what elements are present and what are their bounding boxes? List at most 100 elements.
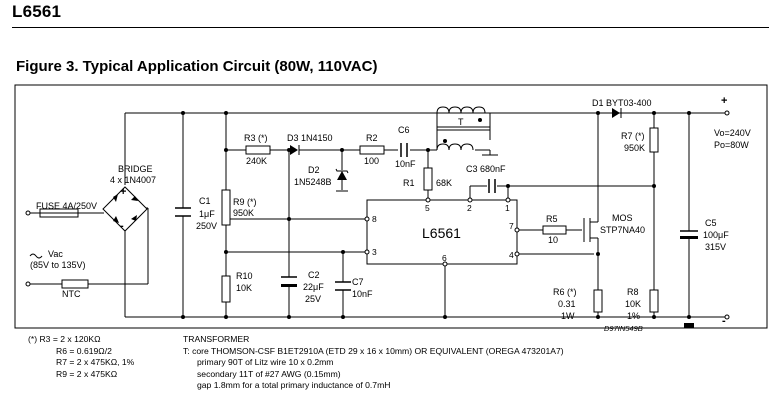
c2-ref: C2 bbox=[308, 270, 320, 280]
r2-resistor bbox=[359, 145, 385, 155]
d3-label: D3 1N4150 bbox=[287, 133, 333, 143]
transformer-line: secondary 11T of #27 AWG (0.15mm) bbox=[197, 368, 341, 379]
fuse-label: FUSE 4A/250V bbox=[36, 201, 97, 211]
c1-value: 1μF bbox=[199, 209, 215, 219]
r8-value: 10K bbox=[625, 299, 641, 309]
ac-terminal-2 bbox=[25, 281, 31, 287]
c1-voltage: 250V bbox=[196, 221, 217, 231]
d2-bar bbox=[335, 168, 349, 174]
r5-value: 10 bbox=[548, 235, 558, 245]
transformer-notes: TRANSFORMER T: core THOMSON-CSF B1ET2910… bbox=[183, 334, 564, 392]
transformer-line: primary 90T of Litz wire 10 x 0.2mm bbox=[197, 357, 334, 367]
vac-label: Vac bbox=[48, 249, 63, 259]
c1-ref: C1 bbox=[199, 196, 211, 206]
r1-resistor bbox=[423, 167, 433, 191]
r5-resistor bbox=[542, 225, 567, 235]
bridge-label: BRIDGE bbox=[118, 164, 153, 174]
r2-value: 100 bbox=[364, 156, 379, 166]
mos-part: STP7NA40 bbox=[600, 225, 645, 235]
d3-diode bbox=[290, 145, 298, 155]
ntc-label: NTC bbox=[62, 289, 81, 299]
vac-range-label: (85V to 135V) bbox=[30, 260, 86, 270]
ntc-symbol bbox=[61, 279, 89, 289]
junctions bbox=[181, 111, 691, 319]
r6-watt: 1W bbox=[561, 311, 575, 321]
r7-resistor bbox=[649, 127, 659, 153]
c3-label: C3 680nF bbox=[466, 164, 506, 174]
header-rule bbox=[12, 27, 769, 28]
d2-part: 1N5248B bbox=[294, 177, 332, 187]
pin-6-label: 6 bbox=[442, 253, 447, 263]
c5-ref: C5 bbox=[705, 218, 717, 228]
svg-text:+: + bbox=[120, 186, 126, 198]
pin-2-label: 2 bbox=[467, 203, 472, 213]
figure-frame bbox=[14, 84, 768, 329]
pin-8-label: 8 bbox=[372, 214, 377, 224]
c2-voltage: 25V bbox=[305, 294, 321, 304]
note-line: (*) R3 = 2 x 120KΩ bbox=[28, 334, 101, 344]
c7-ref: C7 bbox=[352, 277, 364, 287]
r3-ref: R3 (*) bbox=[244, 133, 268, 143]
pin-7-label: 7 bbox=[509, 221, 514, 231]
r6-resistor bbox=[593, 289, 603, 313]
svg-text:-: - bbox=[120, 220, 124, 232]
r1-ref: R1 bbox=[403, 178, 415, 188]
r10-resistor bbox=[221, 275, 231, 303]
c5-voltage: 315V bbox=[705, 242, 726, 252]
c6-ref: C6 bbox=[398, 125, 410, 135]
transformer-dot-secondary bbox=[443, 139, 447, 143]
ic-pins bbox=[364, 197, 520, 267]
c6-value: 10nF bbox=[395, 159, 416, 169]
output-minus-sign: - bbox=[722, 315, 726, 327]
r1-value: 68K bbox=[436, 178, 452, 188]
r9-ref: R9 (*) bbox=[233, 197, 257, 207]
r7-value: 950K bbox=[624, 143, 645, 153]
pin-4-label: 4 bbox=[509, 250, 514, 260]
r3-resistor bbox=[245, 145, 271, 155]
r8-tolerance: 1% bbox=[627, 311, 640, 321]
transformer-line: T: core THOMSON-CSF B1ET2910A (ETD 29 x … bbox=[183, 345, 564, 356]
d2-zener bbox=[337, 171, 347, 180]
transformer-ref: T bbox=[458, 117, 464, 127]
note-line: R7 = 2 x 475KΩ, 1% bbox=[56, 357, 135, 367]
ac-source-icon bbox=[29, 253, 43, 259]
r2-ref: R2 bbox=[366, 133, 378, 143]
c2-plate-bottom bbox=[281, 284, 297, 287]
r9-resistor bbox=[221, 189, 231, 226]
output-plus-terminal bbox=[724, 110, 730, 116]
r7-ref: R7 (*) bbox=[621, 131, 645, 141]
r10-value: 10K bbox=[236, 283, 252, 293]
r6-value: 0.31 bbox=[558, 299, 576, 309]
r8-ref: R8 bbox=[627, 287, 639, 297]
c7-value: 10nF bbox=[352, 289, 373, 299]
figure-title: Figure 3. Typical Application Circuit (8… bbox=[16, 58, 378, 75]
r5-ref: R5 bbox=[546, 214, 558, 224]
output-power: Po=80W bbox=[714, 140, 749, 150]
output-plus-sign: + bbox=[721, 95, 727, 107]
ic-name: L6561 bbox=[422, 225, 461, 241]
c5-value: 100μF bbox=[703, 230, 729, 240]
note-line: R6 = 0.619Ω/2 bbox=[56, 345, 112, 356]
transformer-line: gap 1.8mm for a total primary inductance… bbox=[197, 380, 391, 390]
r9-value: 950K bbox=[233, 208, 254, 218]
bridge-diodes bbox=[113, 194, 138, 223]
pin-5-label: 5 bbox=[425, 203, 430, 213]
output-minus-terminal bbox=[724, 314, 730, 320]
pin-3-label: 3 bbox=[372, 247, 377, 257]
part-number-header: L6561 bbox=[12, 2, 62, 21]
transformer-heading: TRANSFORMER bbox=[183, 334, 250, 344]
r6-ref: R6 (*) bbox=[553, 287, 577, 297]
transformer-symbol bbox=[436, 106, 498, 156]
d1-label: D1 BYT03-400 bbox=[592, 98, 652, 108]
mos-ref: MOS bbox=[612, 213, 633, 223]
drawing-reference: D97IN549B bbox=[604, 324, 643, 333]
pin-1-label: 1 bbox=[505, 203, 510, 213]
output-voltage: Vo=240V bbox=[714, 128, 751, 138]
resistor-notes: (*) R3 = 2 x 120KΩ R6 = 0.619Ω/2 R7 = 2 … bbox=[28, 334, 134, 380]
transformer-dot-primary bbox=[478, 118, 482, 122]
d2-ref: D2 bbox=[308, 165, 320, 175]
d1-diode bbox=[612, 108, 620, 118]
bridge-part-label: 4 x 1N4007 bbox=[110, 175, 156, 185]
r10-ref: R10 bbox=[236, 271, 253, 281]
